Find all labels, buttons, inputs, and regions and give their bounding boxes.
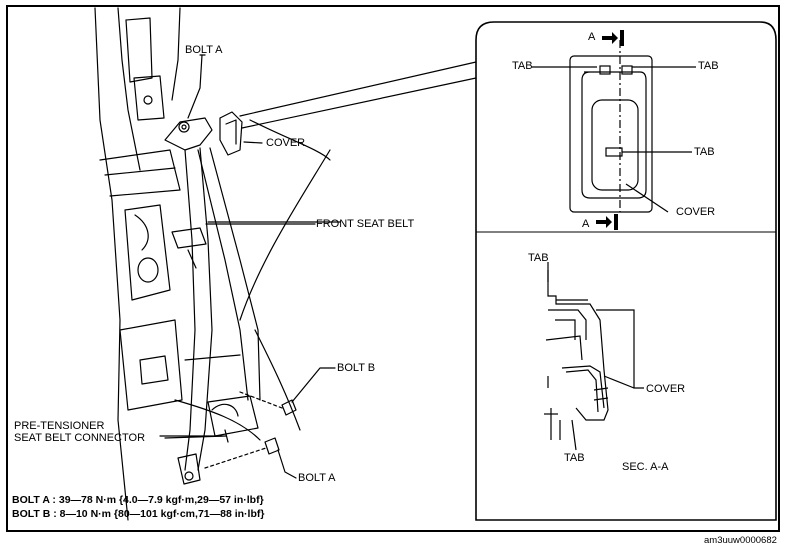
section-a-a-view: [544, 262, 644, 451]
b-pillar: [94, 7, 331, 521]
bolt-a-bottom-icon: [204, 437, 297, 479]
seat-belt-webbing: [171, 147, 341, 471]
label-tab-middle: TAB: [694, 146, 715, 158]
label-bolt-b: BOLT B: [337, 362, 376, 374]
section-arrow-bottom-icon: [596, 214, 618, 230]
label-detail-cover: COVER: [676, 206, 716, 218]
cover-top-view: [532, 40, 696, 213]
label-section-title: SEC. A-A: [622, 461, 669, 473]
label-section-a-bottom: A: [582, 218, 590, 230]
diagram-frame: [6, 5, 780, 532]
pretensioner-buckle: [164, 395, 259, 443]
label-front-seat-belt: FRONT SEAT BELT: [316, 218, 415, 230]
torque-bolt-b: BOLT B : 8—10 N·m {80—101 kgf·cm,71—88 i…: [12, 508, 265, 520]
callout-line-upper: [239, 61, 477, 117]
detail-view-box: [475, 21, 777, 521]
lower-anchor: [177, 453, 201, 485]
label-bolt-a-top: BOLT A: [185, 44, 223, 56]
label-section-tab-top: TAB: [528, 252, 549, 264]
label-tab-right: TAB: [698, 60, 719, 72]
label-pretensioner-line1: PRE-TENSIONER: [14, 420, 105, 432]
label-section-a-top: A: [588, 31, 596, 43]
section-arrow-top-icon: [602, 30, 624, 46]
figure-code: am3uuw0000682: [704, 535, 777, 546]
bolt-b-icon: [239, 367, 336, 416]
label-tab-left: TAB: [512, 60, 533, 72]
cover-part: [219, 111, 263, 156]
callout-line-lower: [241, 77, 477, 129]
upper-anchor: [164, 54, 213, 151]
label-bolt-a-bottom: BOLT A: [298, 472, 336, 484]
label-section-cover: COVER: [646, 383, 686, 395]
label-cover: COVER: [266, 137, 306, 149]
torque-bolt-a: BOLT A : 39—78 N·m {4.0—7.9 kgf·m,29—57 …: [12, 494, 264, 506]
label-section-tab-bottom: TAB: [564, 452, 585, 464]
label-pretensioner-line2: SEAT BELT CONNECTOR: [14, 432, 146, 444]
